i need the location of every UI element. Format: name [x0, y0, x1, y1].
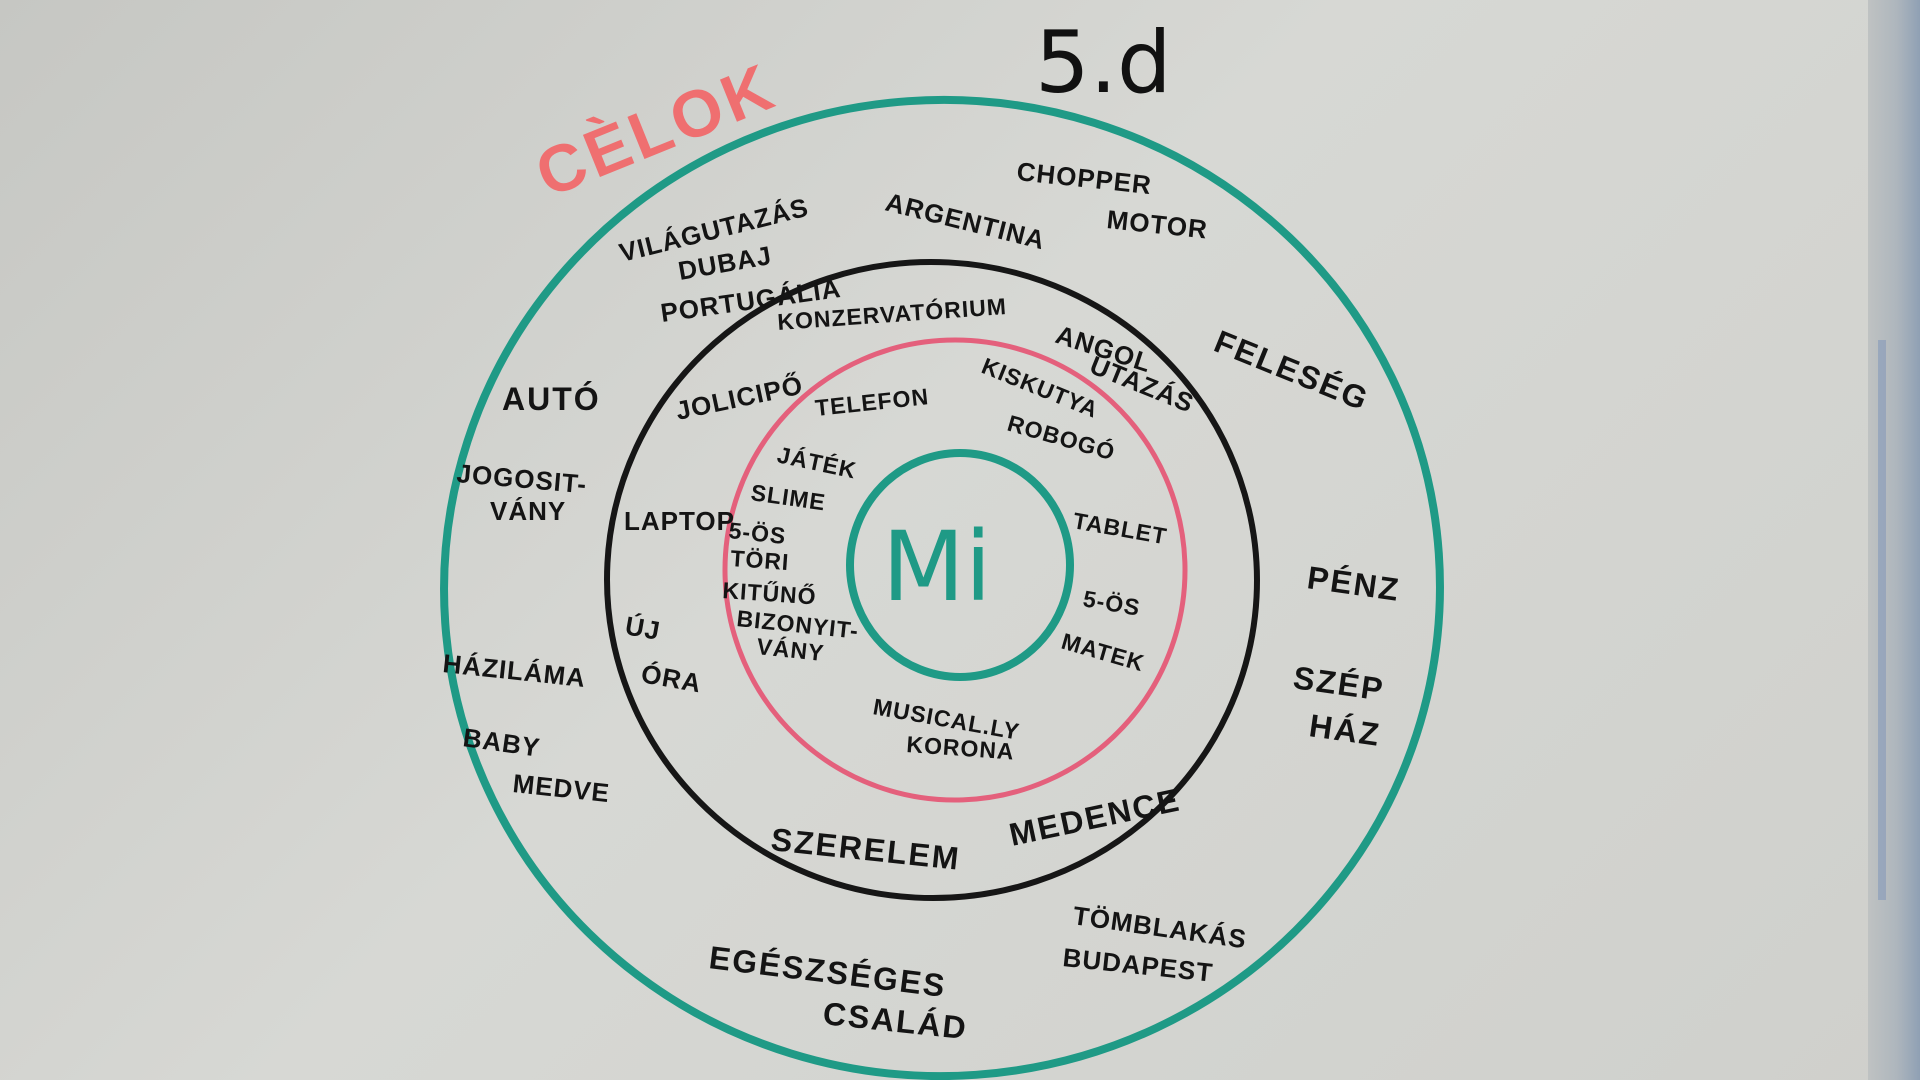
inner-word-5os-tori: 5-ÖS [727, 517, 787, 549]
inner-word-matek: MATEK [1059, 628, 1148, 676]
outer-word-medve: MEDVE [511, 768, 611, 808]
outer-word-motor: MOTOR [1105, 204, 1209, 244]
outer-word-auto: AUTÓ [502, 381, 601, 417]
class-label: 5.d [1035, 13, 1172, 113]
inner-word-telefon: TELEFON [814, 383, 930, 421]
inner-word-slime: SLIME [749, 479, 827, 515]
middle-word-medence: MEDENCE [1006, 781, 1184, 852]
outer-word-penz: PÉNZ [1305, 559, 1402, 608]
outer-ring [440, 95, 1444, 1080]
inner-word-tori: TÖRI [730, 545, 791, 575]
center-label-mi: Mi [882, 511, 992, 623]
center-ring [846, 449, 1074, 681]
outer-word-hazilama: HÁZILÁMA [441, 648, 587, 693]
inner-ring [722, 337, 1188, 803]
outer-word-csalad: CSALÁD [821, 995, 969, 1046]
middle-word-uj: ÚJ [623, 610, 663, 646]
outer-word-budapest: BUDAPEST [1061, 942, 1214, 988]
outer-word-feleseg: FELESÉG [1209, 323, 1374, 418]
inner-word-robogo: ROBOGÓ [1005, 409, 1119, 465]
outer-word-chopper: CHOPPER [1015, 156, 1153, 200]
desk-background-edge [1868, 0, 1920, 1080]
inner-word-jatek: JÁTÉK [775, 440, 859, 483]
outer-word-haz: HÁZ [1307, 707, 1383, 753]
middle-ring [604, 258, 1260, 902]
outer-word-szep: SZÉP [1291, 659, 1387, 707]
outer-word-jogosit: JOGOSIT- [455, 458, 588, 499]
rings [440, 95, 1444, 1080]
inner-word-kiskutya: KISKUTYA [978, 353, 1102, 423]
outer-word-jogosit-vany: VÁNY [490, 496, 566, 526]
outer-word-argentina: ARGENTINA [883, 187, 1049, 256]
inner-word-tablet: TABLET [1071, 507, 1169, 549]
outer-word-egeszseges: EGÉSZSÉGES [707, 939, 948, 1004]
inner-word-5os-matek: 5-ÖS [1081, 585, 1142, 621]
middle-word-laptop: LAPTOP [624, 506, 735, 536]
inner-word-kituno: KITŰNŐ [722, 576, 818, 610]
blue-folder-edge [1878, 340, 1886, 900]
middle-word-ora: ÓRA [639, 658, 704, 698]
